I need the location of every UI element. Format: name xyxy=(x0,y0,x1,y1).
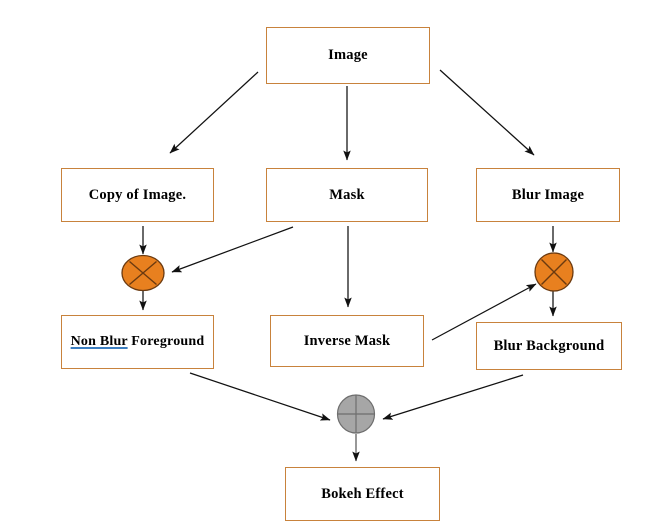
node-inverse-mask-label: Inverse Mask xyxy=(303,332,391,349)
node-blur-image-label: Blur Image xyxy=(511,186,585,203)
edge-image-to-copy xyxy=(169,71,259,154)
node-image-label: Image xyxy=(328,47,368,63)
edge-foreground-to-merge xyxy=(189,372,331,421)
node-blur-image[interactable]: Blur Image xyxy=(476,168,620,222)
node-bokeh-effect-label: Bokeh Effect xyxy=(321,485,404,502)
node-non-blur-foreground-label: Non Blur Foreground xyxy=(71,334,205,350)
edge-background-to-merge xyxy=(382,374,524,420)
node-non-blur-foreground[interactable]: Non Blur Foreground xyxy=(61,315,214,369)
node-merge[interactable] xyxy=(335,393,377,435)
node-foreground-suffix: Foreground xyxy=(127,334,205,349)
node-bokeh-effect[interactable]: Bokeh Effect xyxy=(285,467,440,521)
node-multiply-left[interactable] xyxy=(120,253,166,293)
node-blur-background[interactable]: Blur Background xyxy=(476,322,622,370)
node-inverse-mask[interactable]: Inverse Mask xyxy=(270,315,424,367)
node-image[interactable]: Image xyxy=(266,27,430,84)
node-copy-of-image-label: Copy of Image. xyxy=(88,186,187,203)
node-mask[interactable]: Mask xyxy=(266,168,428,222)
multiply-left-cross-b xyxy=(129,260,157,286)
multiply-right-cross-b xyxy=(541,259,567,285)
node-blur-background-label: Blur Background xyxy=(493,337,605,354)
edge-image-to-blur-image xyxy=(439,69,535,156)
spellcheck-underlined-text: Non Blur xyxy=(70,334,128,349)
node-mask-label: Mask xyxy=(329,186,365,203)
node-multiply-right[interactable] xyxy=(533,251,575,293)
edge-mask-to-multiply-left xyxy=(171,226,294,273)
node-copy-of-image[interactable]: Copy of Image. xyxy=(61,168,214,222)
